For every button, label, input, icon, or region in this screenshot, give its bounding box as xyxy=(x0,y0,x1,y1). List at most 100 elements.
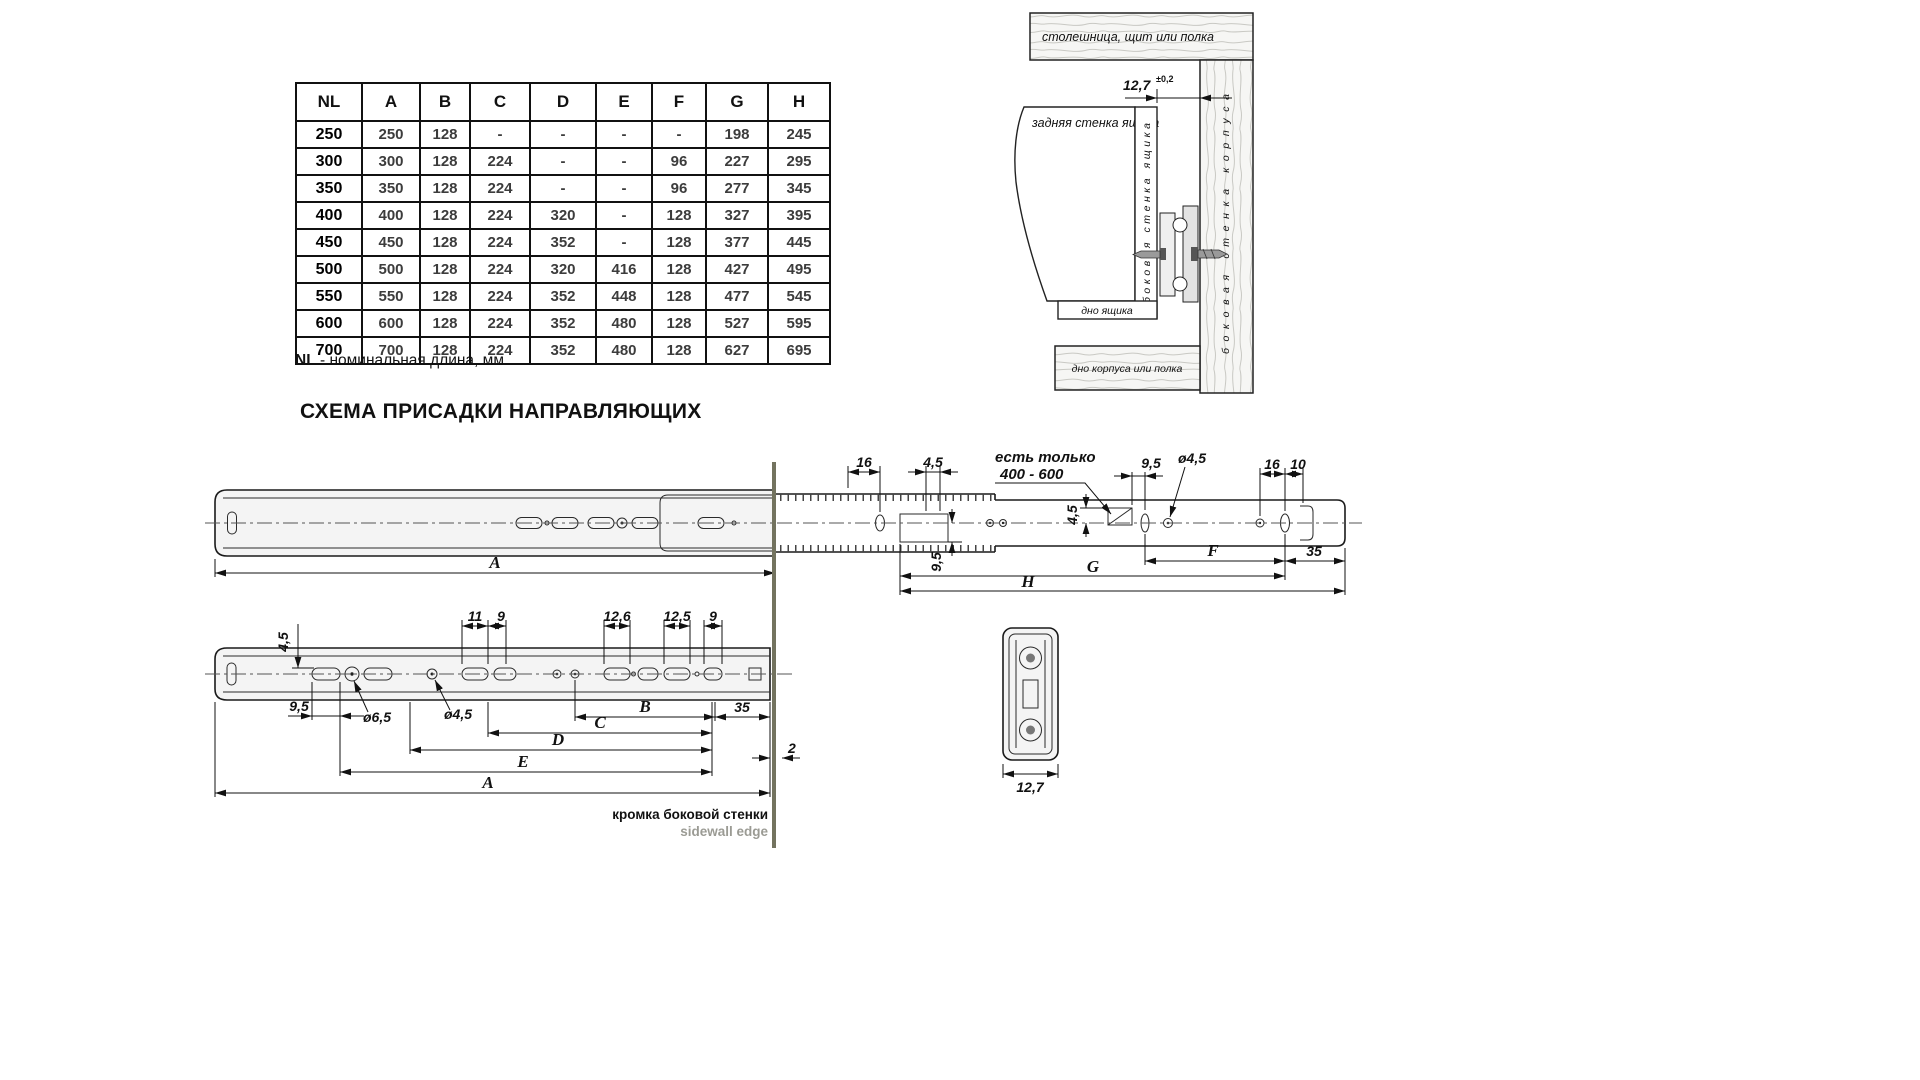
dim-95-vert-label: 9,5 xyxy=(928,552,944,572)
value-cell: 128 xyxy=(419,336,471,365)
dim-e-label: E xyxy=(516,752,528,771)
lower-dim-lines xyxy=(214,620,800,797)
value-cell: 224 xyxy=(469,174,531,203)
value-cell: 96 xyxy=(651,147,707,176)
nl-cell: 350 xyxy=(295,174,363,203)
dim-d-label: D xyxy=(551,730,564,749)
value-cell: 480 xyxy=(595,309,653,338)
drawer-back-panel: задняя стенка ящика xyxy=(1014,106,1159,302)
value-cell: 128 xyxy=(419,147,471,176)
value-cell: 495 xyxy=(767,255,831,284)
dim-11-label: 11 xyxy=(468,608,483,624)
drawer-bottom-panel: дно ящика xyxy=(1057,300,1158,320)
dim-95-label: 9,5 xyxy=(289,698,309,714)
value-cell: 480 xyxy=(595,336,653,365)
gap-dim-label: 12,7 xyxy=(1123,77,1151,93)
dim-b-label: B xyxy=(638,697,650,716)
value-cell: - xyxy=(595,120,653,149)
value-cell: 128 xyxy=(419,282,471,311)
column-header: A xyxy=(361,82,421,122)
column-header: H xyxy=(767,82,831,122)
value-cell: 128 xyxy=(651,336,707,365)
column-header: E xyxy=(595,82,653,122)
dim-a-label: A xyxy=(488,553,500,572)
dim-35-label: 35 xyxy=(734,699,750,715)
nl-cell: 300 xyxy=(295,147,363,176)
value-cell: 96 xyxy=(651,174,707,203)
rail-body xyxy=(205,647,793,701)
dim-35-label: 35 xyxy=(1306,543,1322,559)
value-cell: 395 xyxy=(767,201,831,230)
cabinet-bottom-panel: дно корпуса или полка xyxy=(1054,345,1201,391)
dim-45-top-label: 4,5 xyxy=(922,454,943,470)
value-cell: 300 xyxy=(361,147,421,176)
value-cell: - xyxy=(469,120,531,149)
value-cell: 250 xyxy=(361,120,421,149)
value-cell: 350 xyxy=(361,174,421,203)
value-cell: - xyxy=(595,147,653,176)
end-profile xyxy=(1002,627,1059,761)
lanced-tab xyxy=(1107,507,1133,526)
nl-cell: 600 xyxy=(295,309,363,338)
value-cell: 128 xyxy=(651,201,707,230)
sidewall-edge-line xyxy=(772,462,776,848)
dim-9-right-label: 9 xyxy=(709,608,717,624)
nl-cell: 550 xyxy=(295,282,363,311)
value-cell: 416 xyxy=(595,255,653,284)
value-cell: 198 xyxy=(705,120,769,149)
value-cell: 320 xyxy=(529,255,597,284)
value-cell: 545 xyxy=(767,282,831,311)
mounting-screw-right xyxy=(1191,247,1228,261)
note-text: - номинальная длина, мм. xyxy=(315,352,509,369)
cabinet-side-panel: боковая стенка корпуса xyxy=(1199,59,1254,394)
value-cell: - xyxy=(595,201,653,230)
dim-2-label: 2 xyxy=(787,740,796,756)
value-cell: 320 xyxy=(529,201,597,230)
sidewall-edge-label-ru: кромка боковой стенки xyxy=(612,807,768,822)
value-cell: 224 xyxy=(469,336,531,365)
dim-9-left-label: 9 xyxy=(497,608,505,624)
drawer-bottom-label: дно ящика xyxy=(1081,305,1133,317)
value-cell: - xyxy=(651,120,707,149)
value-cell: 627 xyxy=(705,336,769,365)
value-cell: 600 xyxy=(361,309,421,338)
value-cell: 352 xyxy=(529,336,597,365)
cabinet-top-panel: столешница, щит или полка xyxy=(1029,12,1254,61)
column-header: B xyxy=(419,82,471,122)
nl-cell: 450 xyxy=(295,228,363,257)
drawer-side-panel: боковая стенка ящика xyxy=(1134,106,1158,319)
gap-tolerance-label: ±0,2 xyxy=(1156,74,1173,84)
mounting-screw-left xyxy=(1132,248,1166,260)
value-cell: 245 xyxy=(767,120,831,149)
value-cell: 224 xyxy=(469,282,531,311)
top-panel-label: столешница, щит или полка xyxy=(1042,30,1214,44)
dim-10-label: 10 xyxy=(1290,456,1306,472)
value-cell: 352 xyxy=(529,309,597,338)
end-profile-dim-lines xyxy=(1002,764,1059,778)
value-cell: - xyxy=(529,147,597,176)
value-cell: 128 xyxy=(651,255,707,284)
upper-slide-drawing: A 16 4,5 есть только 400 - 600 9,5 ø4,5 … xyxy=(205,449,1362,595)
scheme-title: СХЕМА ПРИСАДКИ НАПРАВЛЯЮЩИХ xyxy=(300,400,702,423)
value-cell: 224 xyxy=(469,201,531,230)
value-cell: 295 xyxy=(767,147,831,176)
value-cell: 128 xyxy=(419,228,471,257)
range-note-line1: есть только xyxy=(995,449,1096,466)
value-cell: - xyxy=(529,174,597,203)
value-cell: 527 xyxy=(705,309,769,338)
value-cell: 128 xyxy=(419,120,471,149)
dim-16-left-label: 16 xyxy=(856,454,872,470)
dim-125-label: 12,5 xyxy=(663,608,690,624)
value-cell: 695 xyxy=(767,336,831,365)
value-cell: 128 xyxy=(419,309,471,338)
value-cell: - xyxy=(595,174,653,203)
column-header: D xyxy=(529,82,597,122)
dim-a-label: A xyxy=(481,773,493,792)
dim-45-vert-label: 4,5 xyxy=(275,632,291,653)
